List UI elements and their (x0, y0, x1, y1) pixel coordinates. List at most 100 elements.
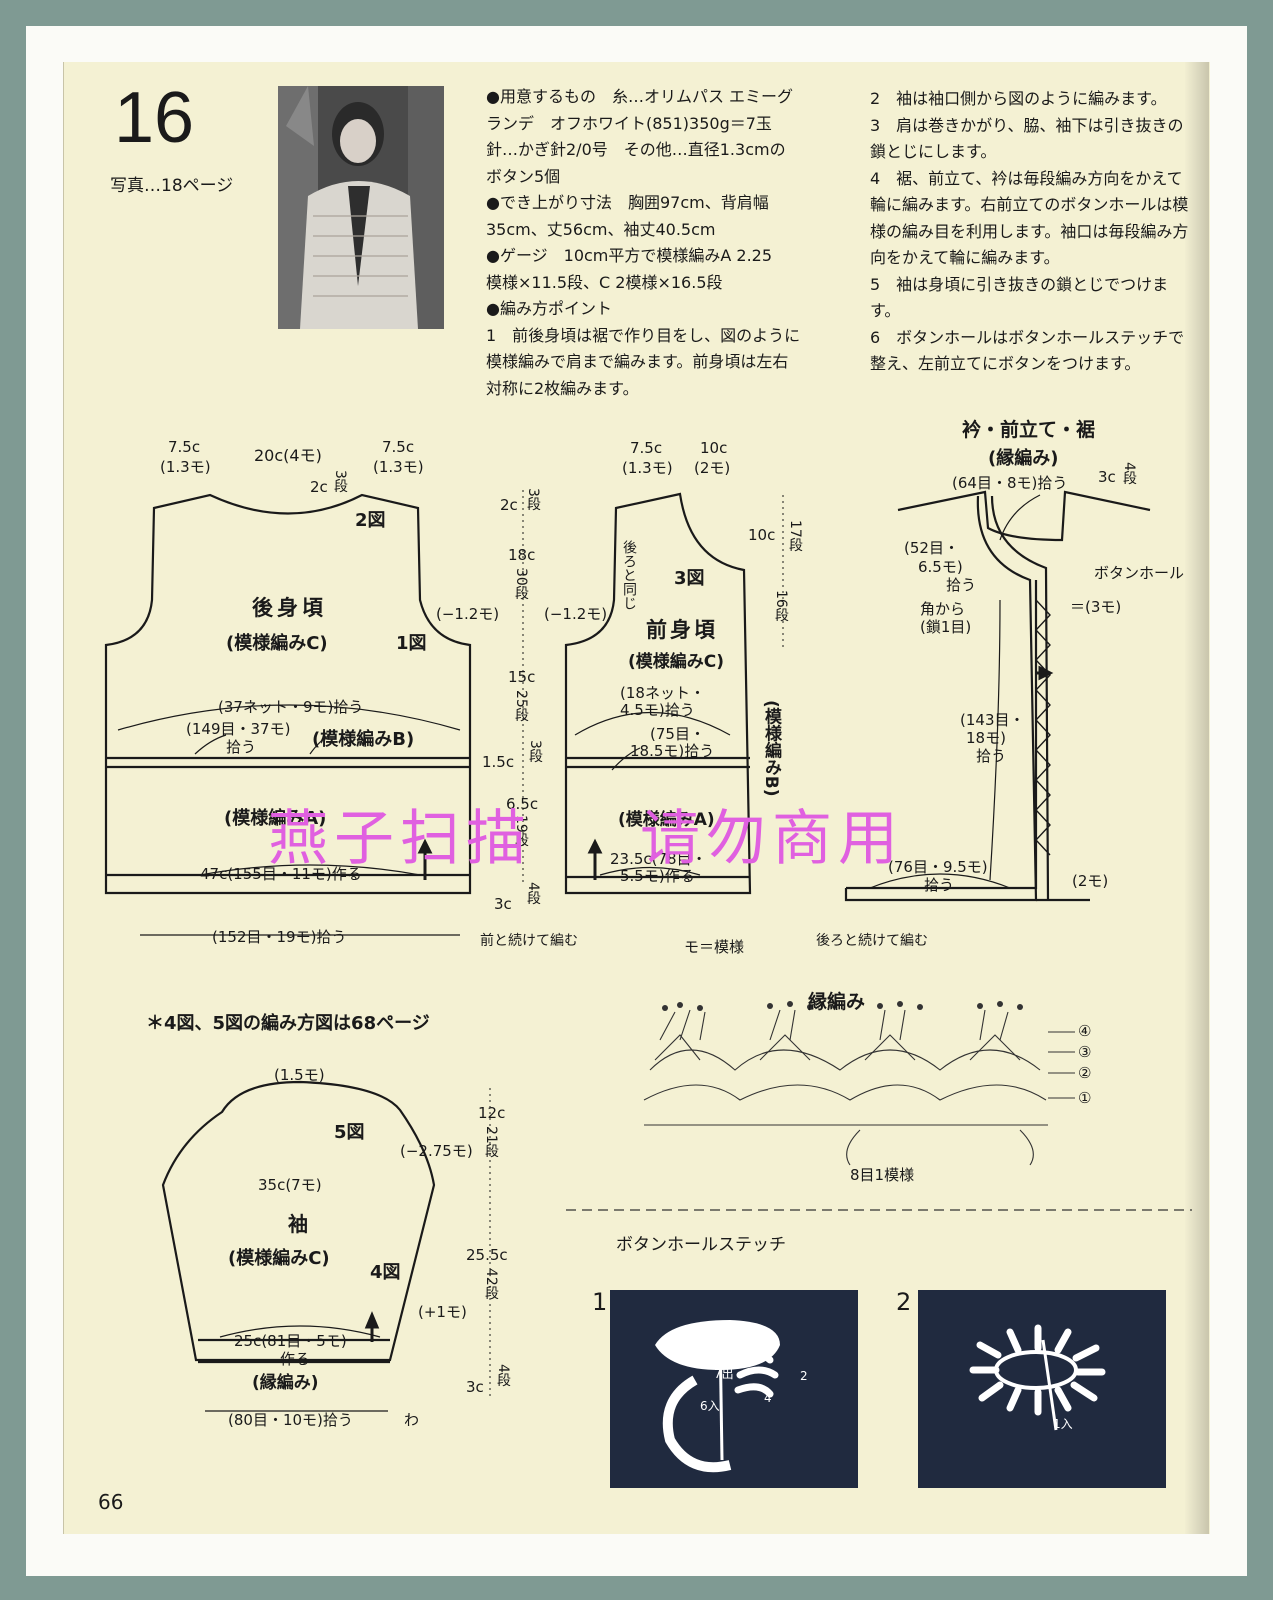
back-pattern-b: (模様編みB) (312, 729, 415, 750)
sleeve-rows-1: 21段 (483, 1126, 499, 1158)
back-pattern-a: (模様編みA) (224, 808, 327, 829)
edging-chart-repeat: 8目1模様 (850, 1166, 915, 1184)
back-fig1-label: 1図 (396, 633, 427, 654)
sleeve-dim-3: 3c (466, 1378, 484, 1396)
buttonhole-step-1: 1 (592, 1288, 608, 1316)
sleeve-title: 袖 (288, 1212, 308, 1236)
border-corner: 角から (920, 600, 966, 618)
materials-line: 1 前後身頃は裾で作り目をし、図のように (486, 325, 801, 345)
watermark-left: 燕子扫描 (268, 804, 532, 874)
border-pickup-143: (143目・ (960, 711, 1025, 729)
step-line: 5 袖は身頃に引き抜きの鎖とじでつけま (870, 274, 1169, 294)
front-same-as-back: 後ろと同じ (621, 540, 637, 610)
edging-row-3: ③ (1078, 1043, 1092, 1061)
step-line: 様の編み目を利用します。袖口は毎段編み方 (870, 221, 1189, 241)
step-line: す。 (870, 301, 901, 320)
back-top-right-dim: 7.5c (382, 438, 415, 456)
center-rows-3: 25段 (513, 690, 529, 722)
sleeve-rows-3: 4段 (495, 1364, 511, 1387)
materials-line: 対称に2枚編みます。 (486, 378, 639, 398)
center-dim-6: 3c (494, 895, 512, 913)
materials-line: 模様編みで肩まで編みます。前身頃は左右 (486, 352, 789, 371)
step-line: 整え、左前立てにボタンをつけます。 (870, 354, 1141, 373)
photo-reference: 写真…18ページ (110, 176, 234, 196)
back-pickup-149-b: 拾う (226, 738, 257, 756)
front-pickup-75-b: 18.5モ)拾う (630, 742, 715, 760)
buttonhole-illustration-2: 1入 (918, 1290, 1166, 1488)
center-rows-4: 3段 (527, 740, 543, 763)
center-rows-2: 30段 (513, 568, 529, 600)
back-hem-pickup: (152目・19モ)拾う (212, 928, 347, 946)
sleeve-cast-on: 25c(81目・5モ) (234, 1332, 347, 1350)
front-right-rows: 17段 (787, 520, 803, 552)
front-cast-on: 23.5c(78目・ (610, 850, 707, 868)
back-top-left-dim: 7.5c (168, 438, 201, 456)
edging-row-1: ① (1078, 1089, 1092, 1107)
front-pickup-18: (18ネット・ (620, 684, 705, 702)
step-line: 4 裾、前立て、衿は毎段編み方向をかえて (870, 168, 1183, 188)
front-top-right-dim: 10c (700, 439, 728, 457)
materials-block: ●用意するもの 糸…オリムパス エミーグ ランデ オフホワイト(851)350g… (486, 84, 800, 402)
front-top-left-sub: (1.3モ) (622, 459, 673, 477)
border-collar-dim: 3c (1098, 468, 1116, 486)
step-line: 3 肩は巻きかがり、脇、袖下は引き抜きの (870, 115, 1184, 135)
border-subtitle: (縁編み) (988, 448, 1059, 469)
center-dim-1: 2c (500, 496, 518, 514)
back-continue-front: 前と続けて編む (480, 933, 578, 949)
back-cast-on: 47c(155目・11モ)作る (200, 865, 362, 883)
border-pickup-52-b: 6.5モ) (918, 558, 963, 576)
buttonhole-drawing-2 (969, 1324, 1106, 1431)
center-dim-4: 1.5c (482, 753, 515, 771)
buttonhole-step-2: 2 (896, 1288, 912, 1316)
border-buttonhole-count: ＝(3モ) (1070, 598, 1122, 616)
border-pickup-76: (76目・9.5モ) (888, 858, 988, 876)
sleeve-fig5: 5図 (334, 1122, 365, 1143)
legend-mo: モ＝模様 (684, 938, 745, 956)
step-line: 鎖とじにします。 (870, 142, 997, 161)
page-number: 66 (98, 1490, 124, 1514)
back-pattern-c: (模様編みC) (226, 633, 328, 654)
pattern-number: 16 (114, 78, 195, 158)
edging-chart-title: 縁編み (808, 991, 866, 1013)
buttonhole-illustration-1: 7出 6入 2 4 (610, 1290, 858, 1488)
buttonhole-label-4: 4 (764, 1391, 772, 1405)
front-pickup-18-b: 4.5モ)拾う (620, 701, 695, 719)
center-rows-5: 19段 (513, 815, 529, 847)
step-line: 6 ボタンホールはボタンホールステッチで (870, 327, 1185, 347)
buttonhole-stitch-title: ボタンホールステッチ (616, 1235, 786, 1255)
sleeve-dim-1: 12c (478, 1104, 506, 1122)
buttonhole-label-1in: 1入 (1053, 1417, 1073, 1431)
sleeve-fig4: 4図 (370, 1262, 401, 1283)
front-pattern-b: (模様編みB) (761, 700, 781, 797)
front-fig-label: 3図 (674, 568, 705, 589)
front-right-rows-2: 16段 (773, 590, 789, 622)
front-armhole-dec: (−1.2モ) (544, 605, 608, 623)
step-line: 輪に編みます。右前立てのボタンホールは模 (870, 195, 1189, 214)
sleeve-loop: わ (404, 1411, 420, 1429)
document-page (63, 62, 1210, 1534)
materials-line: 35cm、丈56cm、袖丈40.5cm (486, 219, 716, 239)
buttonhole-label-out: 7出 (714, 1367, 734, 1381)
back-pickup-149: (149目・37モ) (186, 720, 291, 738)
back-pickup-37: (37ネット・9モ)拾う (218, 698, 364, 716)
sleeve-cap-dec: (−2.75モ) (400, 1142, 473, 1160)
edging-row-4: ④ (1078, 1022, 1092, 1040)
step-line: 向をかえて輪に編みます。 (870, 248, 1060, 267)
materials-line: ●編み方ポイント (486, 299, 612, 318)
materials-line: 針…かぎ針2/0号 その他…直径1.3cmの (486, 140, 786, 159)
buttonhole-drawing-1 (655, 1320, 780, 1473)
front-pattern-c: (模様編みC) (628, 652, 725, 672)
edging-row-2: ② (1078, 1064, 1092, 1082)
border-pickup-143-b: 18モ) (966, 729, 1006, 747)
front-right-dim: 10c (748, 526, 776, 544)
steps-block: 2 袖は袖口側から図のように編みます。 3 肩は巻きかがり、脇、袖下は引き抜きの… (870, 86, 1188, 378)
center-rows-6: 4段 (525, 882, 541, 905)
front-pattern-a: (模様編みA) (618, 810, 715, 830)
sleeve-pickup: (80目・10モ)拾う (228, 1411, 353, 1429)
front-pickup-75: (75目・ (650, 725, 705, 743)
model-photo-drawing (278, 86, 444, 329)
sleeve-note: ＊4図、5図の編み方図は68ページ (146, 1013, 430, 1034)
back-body-title: 後身頃 (252, 596, 327, 620)
center-rows-1: 3段 (525, 488, 541, 511)
border-pickup-52-c: 拾う (946, 576, 977, 594)
